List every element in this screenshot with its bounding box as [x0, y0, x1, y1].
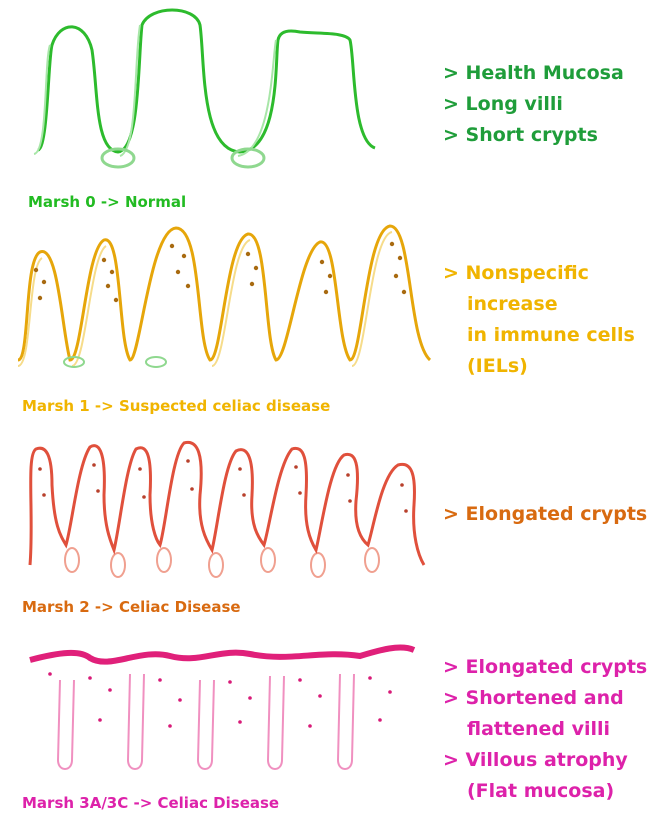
- panel-marsh-1: Marsh 1 -> Suspected celiac disease > No…: [0, 220, 670, 425]
- flat-mucosa-surface: [30, 648, 414, 662]
- caption-marsh-0: Marsh 0 -> Normal: [28, 193, 186, 211]
- note: in immune cells: [443, 320, 635, 351]
- notes-marsh-3: > Elongated crypts > Shortened and flatt…: [443, 652, 647, 807]
- caption-marsh-1: Marsh 1 -> Suspected celiac disease: [22, 397, 330, 415]
- note: (IELs): [443, 351, 635, 382]
- note: > Nonspecific: [443, 258, 635, 289]
- elongated-crypts: [58, 674, 354, 769]
- note: increase: [443, 289, 635, 320]
- caption-marsh-3: Marsh 3A/3C -> Celiac Disease: [22, 794, 279, 812]
- note: > Health Mucosa: [443, 58, 624, 89]
- note: > Elongated crypts: [443, 652, 647, 683]
- notes-marsh-2: > Elongated crypts: [443, 499, 647, 530]
- notes-marsh-1: > Nonspecific increase in immune cells (…: [443, 258, 635, 382]
- mucosa-outline: [30, 442, 424, 565]
- elongated-crypts: [65, 548, 379, 577]
- panel-marsh-0: Marsh 0 -> Normal > Health Mucosa > Long…: [0, 0, 670, 220]
- note: > Elongated crypts: [443, 499, 647, 530]
- marsh-1-mucosa-illustration: [0, 220, 440, 370]
- panel-marsh-3: Marsh 3A/3C -> Celiac Disease > Elongate…: [0, 630, 670, 819]
- crypt: [146, 357, 166, 367]
- normal-mucosa-illustration: [0, 0, 400, 190]
- marsh-2-mucosa-illustration: [0, 425, 440, 585]
- mucosa-outline: [18, 226, 430, 360]
- mucosa-outline: [38, 10, 375, 152]
- note: (Flat mucosa): [443, 776, 647, 807]
- marsh-3-mucosa-illustration: [0, 630, 430, 780]
- caption-marsh-2: Marsh 2 -> Celiac Disease: [22, 598, 241, 616]
- note: flattened villi: [443, 714, 647, 745]
- note: > Short crypts: [443, 120, 624, 151]
- notes-marsh-0: > Health Mucosa > Long villi > Short cry…: [443, 58, 624, 151]
- note: > Shortened and: [443, 683, 647, 714]
- note: > Long villi: [443, 89, 624, 120]
- panel-marsh-2: Marsh 2 -> Celiac Disease > Elongated cr…: [0, 425, 670, 630]
- note: > Villous atrophy: [443, 745, 647, 776]
